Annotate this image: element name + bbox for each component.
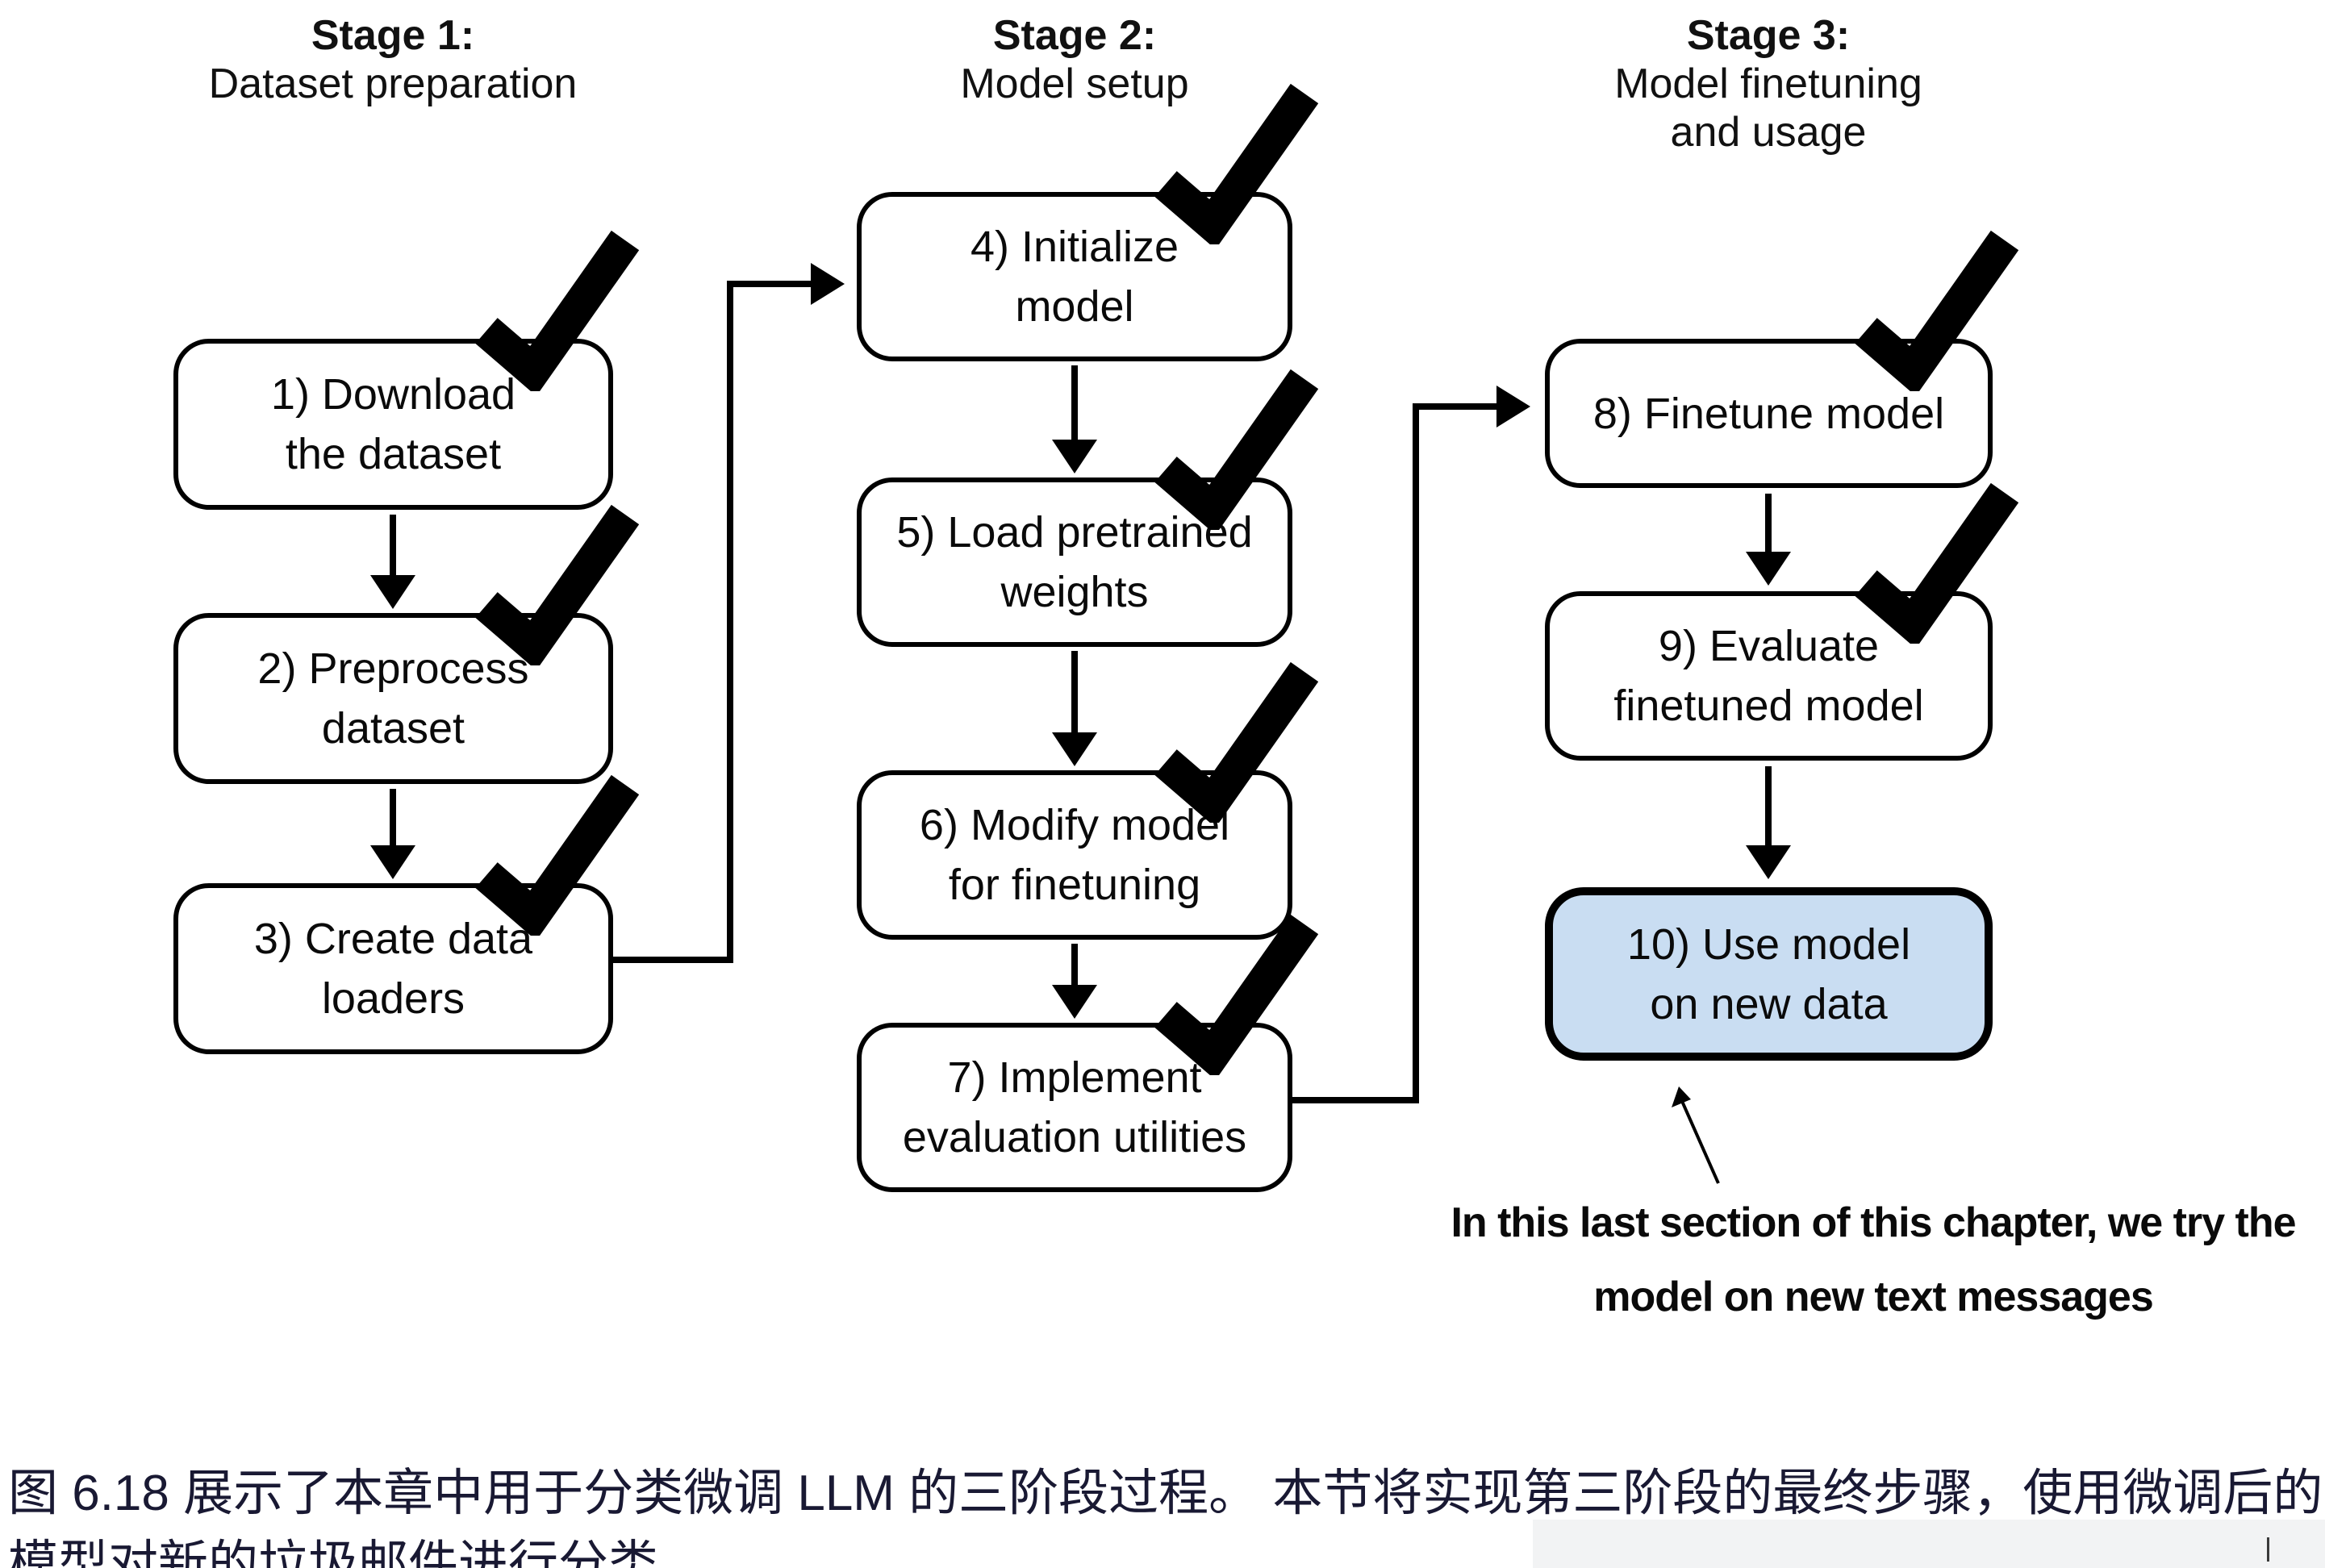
box-1-line-1: 1) Download [270, 370, 516, 419]
annotation-arrow-icon [1672, 1086, 1720, 1184]
arrow-down-icon [1052, 651, 1097, 766]
arrow-down-icon [1746, 494, 1791, 586]
box-6-line-2: for finetuning [948, 861, 1201, 909]
box-10-line-1: 10) Use model [1626, 920, 1911, 969]
box-10-line-2: on new data [1650, 979, 1888, 1028]
arrow-down-icon [370, 789, 415, 879]
box-5-line-1: 5) Load pretrained [896, 508, 1253, 557]
box-2-line-2: dataset [321, 704, 465, 753]
connector-stage1-stage2 [727, 281, 733, 963]
checkmark-icon [1855, 230, 2019, 391]
stage-3-subtitle-2: and usage [1670, 109, 1867, 156]
arrow-down-icon [1052, 944, 1097, 1019]
checkmark-icon [475, 230, 640, 391]
flow-box-8-finetune-model: 8) Finetune model [1545, 339, 1993, 488]
flow-box-10-use-model-new-data: 10) Use model on new data [1545, 887, 1993, 1061]
stage-1-subtitle: Dataset preparation [208, 60, 578, 107]
connector-stage2-stage3 [1292, 1097, 1419, 1103]
figure-caption-line-1: 图 6.18 展示了本章中用于分类微调 LLM 的三阶段过程。 本节将实现第三阶… [8, 1466, 2323, 1521]
stage-3-heading: Stage 3: Model finetuning and usage [1486, 11, 2051, 156]
arrow-right-icon [1496, 386, 1530, 427]
box-7-line-2: evaluation utilities [902, 1113, 1247, 1161]
box-2-line-1: 2) Preprocess [257, 644, 529, 693]
arrow-right-icon [811, 263, 845, 305]
box-7-line-1: 7) Implement [947, 1053, 1202, 1102]
text-cursor[interactable] [2267, 1537, 2269, 1562]
stage-2-subtitle: Model setup [960, 60, 1189, 107]
connector-stage2-stage3 [1413, 403, 1419, 1103]
annotation-line-2: model on new text messages [1593, 1274, 2154, 1320]
stage-1-title: Stage 1: [311, 12, 475, 59]
arrow-down-icon [1746, 766, 1791, 879]
box-4-line-1: 4) Initialize [970, 223, 1179, 271]
checkmark-icon [1154, 83, 1319, 244]
arrow-down-icon [1052, 365, 1097, 473]
box-8-line-1: 8) Finetune model [1592, 389, 1945, 438]
connector-stage1-stage2 [613, 957, 730, 963]
checkmark-icon [475, 774, 640, 936]
flow-box-1-download-dataset: 1) Download the dataset [173, 339, 613, 510]
box-3-line-2: loaders [321, 974, 465, 1023]
stage-2-heading: Stage 2: Model setup [792, 11, 1357, 108]
figure-caption-line-2: 模型对新的垃圾邮件进行分类。 [8, 1537, 709, 1568]
flow-box-2-preprocess-dataset: 2) Preprocess dataset [173, 613, 613, 784]
checkmark-icon [1154, 661, 1319, 823]
stage-2-title: Stage 2: [992, 12, 1157, 59]
connector-stage1-stage2 [730, 281, 811, 287]
arrow-down-icon [370, 515, 415, 609]
checkmark-icon [1855, 482, 2019, 644]
checkmark-icon [1154, 914, 1319, 1075]
annotation-line-1: In this last section of this chapter, we… [1451, 1199, 2296, 1246]
stage-1-heading: Stage 1: Dataset preparation [111, 11, 675, 108]
box-9-line-1: 9) Evaluate [1658, 622, 1880, 670]
box-9-line-2: finetuned model [1613, 682, 1924, 730]
box-3-line-1: 3) Create data [253, 915, 533, 963]
page-background-band [1533, 1520, 2325, 1568]
checkmark-icon [1154, 369, 1319, 530]
box-6-line-1: 6) Modify model [919, 801, 1230, 849]
connector-stage2-stage3 [1416, 403, 1496, 410]
box-1-line-2: the dataset [285, 430, 502, 478]
flow-box-9-evaluate-model: 9) Evaluate finetuned model [1545, 591, 1993, 761]
stage-3-subtitle: Model finetuning [1614, 60, 1922, 107]
stage-3-title: Stage 3: [1686, 12, 1851, 59]
box-5-line-2: weights [1000, 568, 1149, 616]
checkmark-icon [475, 504, 640, 665]
box-4-line-2: model [1015, 282, 1134, 331]
